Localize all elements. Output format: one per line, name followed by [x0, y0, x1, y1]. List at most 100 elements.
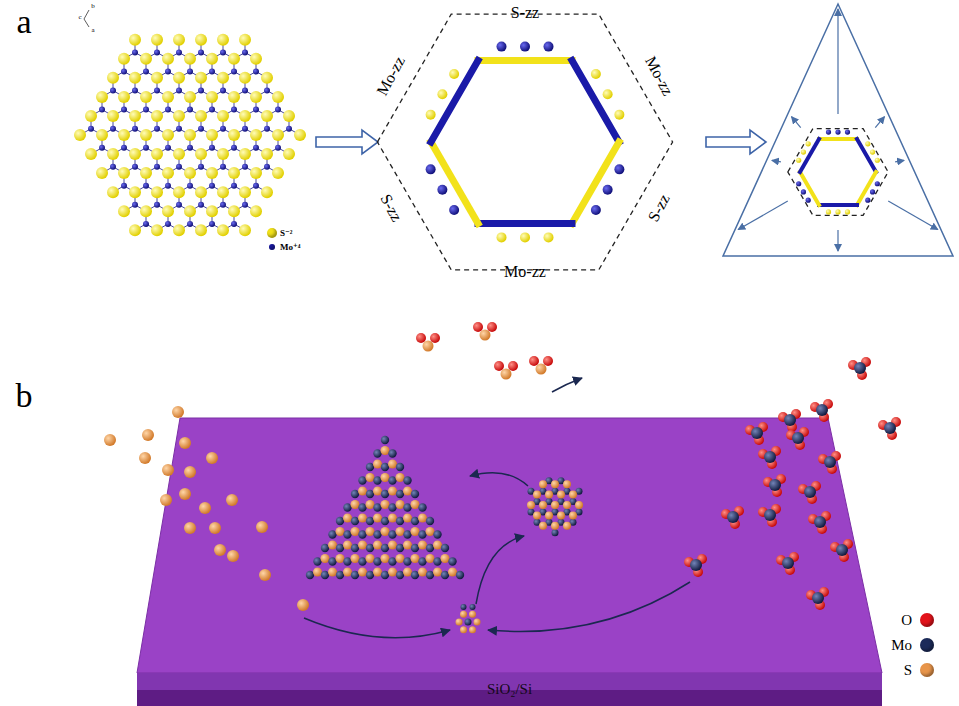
molybdenum-atom — [769, 479, 781, 491]
s-atom — [195, 224, 207, 236]
s-atom — [206, 129, 218, 141]
molybdenum-atom — [351, 571, 359, 579]
s-atom — [239, 110, 251, 122]
sulfur-atom — [469, 626, 476, 633]
molybdenum-atom — [373, 557, 381, 565]
molybdenum-atom — [418, 557, 426, 565]
mo-atom — [187, 145, 193, 151]
growth-arrow — [476, 536, 524, 604]
edge-bar — [478, 220, 572, 227]
s-atom — [261, 186, 273, 198]
mo-atom — [176, 202, 182, 208]
sulfur-atom — [184, 522, 196, 534]
mo-atom — [209, 183, 215, 189]
molybdenum-atom — [403, 476, 411, 484]
edge-bar — [819, 203, 857, 207]
sulfur-atom — [563, 501, 571, 509]
edge-bar — [572, 61, 619, 142]
oxygen-atom — [529, 356, 539, 366]
edge-label: S-zz — [511, 5, 539, 21]
mo-atom — [143, 221, 149, 227]
sulfur-atom — [426, 527, 435, 536]
sulfur-atom — [551, 501, 559, 509]
s-atom — [118, 205, 130, 217]
growth-arrow — [470, 473, 528, 486]
sulfur-atom — [551, 522, 559, 530]
molybdenum-atom — [358, 557, 366, 565]
sulfur-atom — [373, 460, 382, 469]
molybdenum-atom — [343, 503, 351, 511]
molybdenum-atom — [396, 571, 404, 579]
substrate-label: SiO₂/Si — [487, 681, 532, 698]
sulfur-atom — [569, 511, 577, 519]
molybdenum-atom — [764, 451, 776, 463]
sulfur-atom — [433, 568, 442, 577]
sulfur-atom — [366, 527, 375, 536]
molybdenum-atom — [396, 517, 404, 525]
edge-atom — [870, 189, 875, 194]
growth-arrow — [837, 230, 838, 251]
sulfur-atom — [411, 527, 420, 536]
s-atom — [140, 91, 152, 103]
mo-atom — [253, 145, 259, 151]
mo-atom — [220, 88, 226, 94]
mo-atom — [187, 68, 193, 74]
s-atom — [151, 110, 163, 122]
s-atom — [206, 205, 218, 217]
edge-atom — [426, 164, 436, 174]
axis-line — [84, 19, 89, 27]
edge-atom — [865, 198, 870, 203]
edge-atom — [865, 141, 870, 146]
molybdenum-atom — [403, 530, 411, 538]
molybdenum-atom — [764, 509, 776, 521]
edge-atom — [806, 198, 811, 203]
sulfur-atom — [373, 568, 382, 577]
s-atom — [162, 53, 174, 65]
sulfur-atom — [396, 500, 405, 509]
mo-atom — [264, 126, 270, 132]
s-atom — [162, 91, 174, 103]
sulfur-atom — [351, 554, 360, 563]
sulfur-atom — [381, 500, 390, 509]
s-atom — [96, 91, 108, 103]
sulfur-atom — [418, 568, 427, 577]
mo-atom — [242, 88, 248, 94]
axis-label: c — [78, 14, 81, 21]
edge-atom — [520, 42, 530, 52]
molybdenum-atom — [884, 422, 896, 434]
sulfur-atom — [551, 480, 559, 488]
sulfur-atom — [381, 473, 390, 482]
mo-atom — [165, 145, 171, 151]
molybdenum-atom — [426, 571, 434, 579]
molybdenum-atom — [328, 557, 336, 565]
edge-atom — [497, 232, 507, 242]
s-atom — [195, 186, 207, 198]
s-atom — [129, 110, 141, 122]
molybdenum-atom — [411, 571, 419, 579]
molybdenum-atom — [313, 557, 321, 565]
sulfur-atom — [179, 437, 191, 449]
mo-atom — [110, 126, 116, 132]
sulfur-atom — [351, 527, 360, 536]
s-atom — [272, 91, 284, 103]
s-atom — [118, 91, 130, 103]
s-atom — [184, 167, 196, 179]
edge-atom — [835, 129, 840, 134]
s-atom — [217, 72, 229, 84]
s-atom — [140, 205, 152, 217]
s-atom — [261, 148, 273, 160]
mo-atom — [176, 126, 182, 132]
mo-atom — [242, 202, 248, 208]
molybdenum-atom — [418, 530, 426, 538]
sulfur-atom — [313, 568, 322, 577]
molybdenum-atom — [411, 490, 419, 498]
legend-swatch — [267, 228, 277, 238]
edge-atom — [591, 205, 601, 215]
edge-bar — [800, 172, 819, 205]
s-atom — [184, 129, 196, 141]
edge-bar — [572, 142, 619, 223]
sulfur-atom — [441, 554, 450, 563]
supply-arrow — [304, 618, 450, 638]
edge-label: Mo-zz — [642, 54, 676, 98]
